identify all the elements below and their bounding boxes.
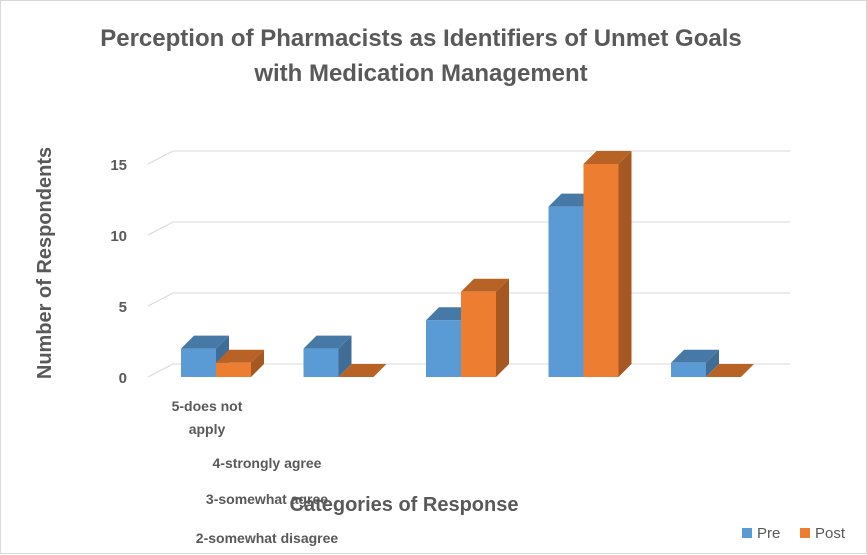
bar-pre bbox=[671, 349, 719, 377]
y-tick-label: 0 bbox=[119, 370, 127, 387]
bars bbox=[181, 151, 754, 377]
x-category-label: 5-does not bbox=[172, 398, 243, 414]
legend-label-post: Post bbox=[815, 525, 846, 542]
x-category-label: 2-somewhat disagree bbox=[196, 530, 339, 546]
legend-swatch-pre bbox=[742, 528, 752, 538]
gridline bbox=[147, 150, 790, 165]
y-tick-label: 15 bbox=[110, 157, 127, 174]
bar-post bbox=[583, 151, 632, 377]
bar-pre bbox=[303, 335, 352, 377]
x-category-label: apply bbox=[189, 421, 226, 437]
y-axis-ticks: 0 5 10 15 bbox=[110, 157, 127, 387]
x-axis-label: Categories of Response bbox=[290, 494, 519, 516]
legend-swatch-post bbox=[800, 528, 810, 538]
legend-label-pre: Pre bbox=[757, 525, 780, 542]
bar-post bbox=[216, 349, 264, 377]
y-axis-label: Number of Respondents bbox=[34, 147, 56, 379]
y-tick-label: 10 bbox=[110, 228, 127, 245]
x-category-label: 3-somewhat agree bbox=[206, 491, 328, 507]
chart-title-line1: Perception of Pharmacists as Identifiers… bbox=[100, 25, 742, 52]
y-tick-label: 5 bbox=[119, 299, 127, 316]
x-category-label: 4-strongly agree bbox=[213, 455, 322, 471]
bar-post bbox=[338, 364, 387, 377]
bar-post bbox=[461, 278, 509, 377]
chart-title-line2: with Medication Management bbox=[253, 60, 587, 87]
gridline bbox=[147, 221, 790, 236]
legend: Pre Post bbox=[742, 525, 846, 542]
x-axis-category-labels: 5-does not apply 4-strongly agree 3-somewha… bbox=[172, 398, 339, 546]
bar-post bbox=[706, 364, 754, 377]
